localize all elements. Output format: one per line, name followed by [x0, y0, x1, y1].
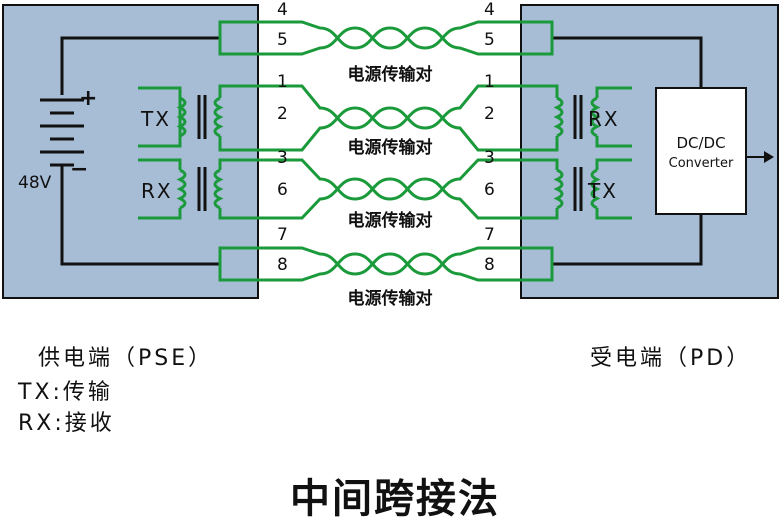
- dc-dc-converter: [655, 87, 747, 215]
- pin-1-right-top: 4: [484, 0, 495, 20]
- pin-4-left-bottom: 8: [277, 255, 288, 275]
- pd-pair-78-loop: [521, 246, 554, 282]
- diagram-title: 中间跨接法: [290, 476, 500, 522]
- pin-2-right-bottom: 2: [484, 104, 495, 124]
- pin-2-left-top: 1: [277, 72, 288, 92]
- power-pair-caption-3: 电源传输对: [348, 210, 433, 231]
- pin-2-right-top: 1: [484, 72, 495, 92]
- pair-2-wire-1: [258, 84, 521, 130]
- pair-4-wire-2: [258, 252, 521, 282]
- legend-tx: TX:传输: [18, 380, 113, 405]
- pd-transformer-tx: [521, 158, 632, 220]
- battery-minus-sign: −: [70, 157, 88, 182]
- battery-plus-sign: +: [79, 86, 97, 111]
- power-pair-caption-1: 电源传输对: [348, 64, 433, 85]
- pse-pair-78-loop: [218, 246, 258, 282]
- pin-3-right-top: 3: [484, 148, 495, 168]
- battery-voltage-label: 48V: [18, 173, 52, 193]
- pse-tx-label: TX: [140, 107, 171, 131]
- converter-line2: Converter: [669, 156, 734, 171]
- pse-transformer-tx: [138, 84, 258, 152]
- pin-4-left-top: 7: [277, 225, 288, 245]
- pair-3-wire-1: [258, 158, 521, 201]
- converter-output-arrow-head: [764, 151, 774, 163]
- pin-3-left-bottom: 6: [277, 180, 288, 200]
- pair-2-wire-2: [258, 106, 521, 152]
- pin-labels: 4 5 4 5 1 2 1 2 3 6 3 6 7 8 7 8: [277, 0, 495, 275]
- pin-4-right-bottom: 8: [484, 255, 495, 275]
- pin-1-right-bottom: 5: [484, 30, 495, 50]
- pse-transformer-rx: [138, 158, 258, 220]
- pse-rx-label: RX: [141, 179, 173, 203]
- pair-1-wire-1: [258, 20, 521, 50]
- power-pair-caption-2: 电源传输对: [348, 137, 433, 158]
- pin-3-right-bottom: 6: [484, 180, 495, 200]
- pse-label: 供电端（PSE）: [38, 346, 214, 371]
- pse-pair-45-loop: [218, 20, 258, 56]
- pd-tx-label: TX: [587, 179, 618, 203]
- converter-line1: DC/DC: [676, 134, 725, 152]
- pin-1-left-bottom: 5: [277, 30, 288, 50]
- pd-rx-label: RX: [588, 107, 620, 131]
- pd-label: 受电端（PD）: [590, 346, 752, 371]
- battery: [40, 36, 220, 266]
- pin-1-left-top: 4: [277, 0, 288, 20]
- pd-transformer-rx: [521, 84, 632, 152]
- pin-4-right-top: 7: [484, 225, 495, 245]
- power-pair-caption-4: 电源传输对: [348, 288, 433, 309]
- pair-4-wire-1: [258, 246, 521, 276]
- pin-2-left-bottom: 2: [277, 104, 288, 124]
- twisted-pairs: [258, 20, 521, 282]
- legend-rx: RX:接收: [18, 411, 115, 436]
- pin-3-left-top: 3: [277, 148, 288, 168]
- pd-power-wiring: [552, 36, 703, 266]
- pd-pair-45-loop: [521, 20, 554, 56]
- pair-3-wire-2: [258, 177, 521, 220]
- pair-1-wire-2: [258, 26, 521, 56]
